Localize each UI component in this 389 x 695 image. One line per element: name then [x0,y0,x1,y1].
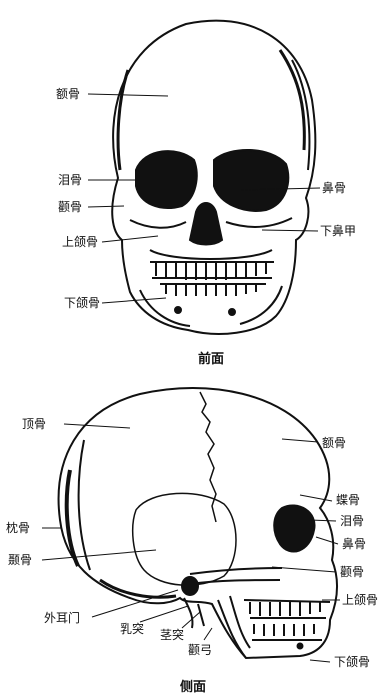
label-side-sphenoid-bone: 蝶骨 [336,493,360,507]
label-side-mastoid-process: 乳突 [120,622,144,636]
label-front-zygomatic-bone: 颧骨 [58,200,82,214]
label-side-zygomatic-arch: 颧弓 [188,643,212,657]
label-side-zygomatic-bone: 颧骨 [340,565,364,579]
label-side-occipital-bone: 枕骨 [6,521,30,535]
label-side-lacrimal-bone: 泪骨 [340,514,364,528]
label-front-mandible: 下颌骨 [64,296,100,310]
label-front-maxilla: 上颌骨 [62,235,98,249]
label-side-nasal-bone: 鼻骨 [342,537,366,551]
label-side-styloid-process: 茎突 [160,628,184,642]
label-side-maxilla: 上颌骨 [342,593,378,607]
label-side-parietal-bone: 顶骨 [22,417,46,431]
label-side-mandible: 下颌骨 [334,655,370,669]
label-front-frontal-bone: 额骨 [56,87,80,101]
label-side-temporal-bone: 颞骨 [8,553,32,567]
label-front-lacrimal-bone: 泪骨 [58,173,82,187]
label-side-external-acoustic-meatus: 外耳门 [44,611,80,625]
label-front-inferior-nasal-concha: 下鼻甲 [320,224,356,238]
label-front-nasal-bone: 鼻骨 [322,181,346,195]
side-view-caption: 侧面 [180,676,206,695]
front-view-caption: 前面 [198,348,224,367]
label-side-frontal-bone: 额骨 [322,436,346,450]
